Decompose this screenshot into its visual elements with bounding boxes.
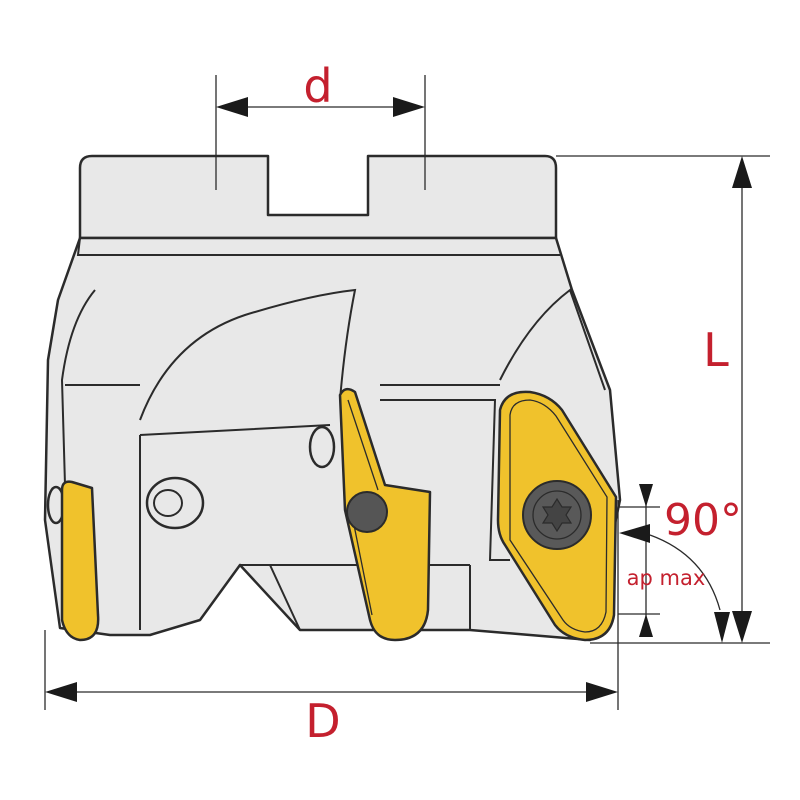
chip-pocket-center xyxy=(139,288,357,421)
chip-pocket-right xyxy=(499,288,606,391)
label-L: L xyxy=(703,323,729,377)
chip-pocket-left xyxy=(60,289,96,521)
angle-indicator xyxy=(619,524,730,643)
insert-left xyxy=(60,480,100,642)
dimension-d xyxy=(215,75,426,190)
dimension-L xyxy=(556,155,770,644)
dimension-D xyxy=(44,500,619,710)
cutter-hub xyxy=(78,154,558,240)
label-ap-max: ap max xyxy=(627,566,706,590)
dimension-ap-max xyxy=(618,484,660,637)
torx-icon xyxy=(541,497,573,533)
label-d: d xyxy=(303,59,332,113)
insert-screw-center xyxy=(346,491,388,533)
label-D: D xyxy=(305,694,340,748)
body-face-right xyxy=(380,399,510,561)
body-face-line xyxy=(139,424,331,630)
lower-face xyxy=(240,564,471,631)
side-hole xyxy=(308,425,336,469)
label-angle: 90° xyxy=(664,495,742,546)
coolant-hole xyxy=(145,476,205,530)
body-edge-line xyxy=(76,237,560,256)
